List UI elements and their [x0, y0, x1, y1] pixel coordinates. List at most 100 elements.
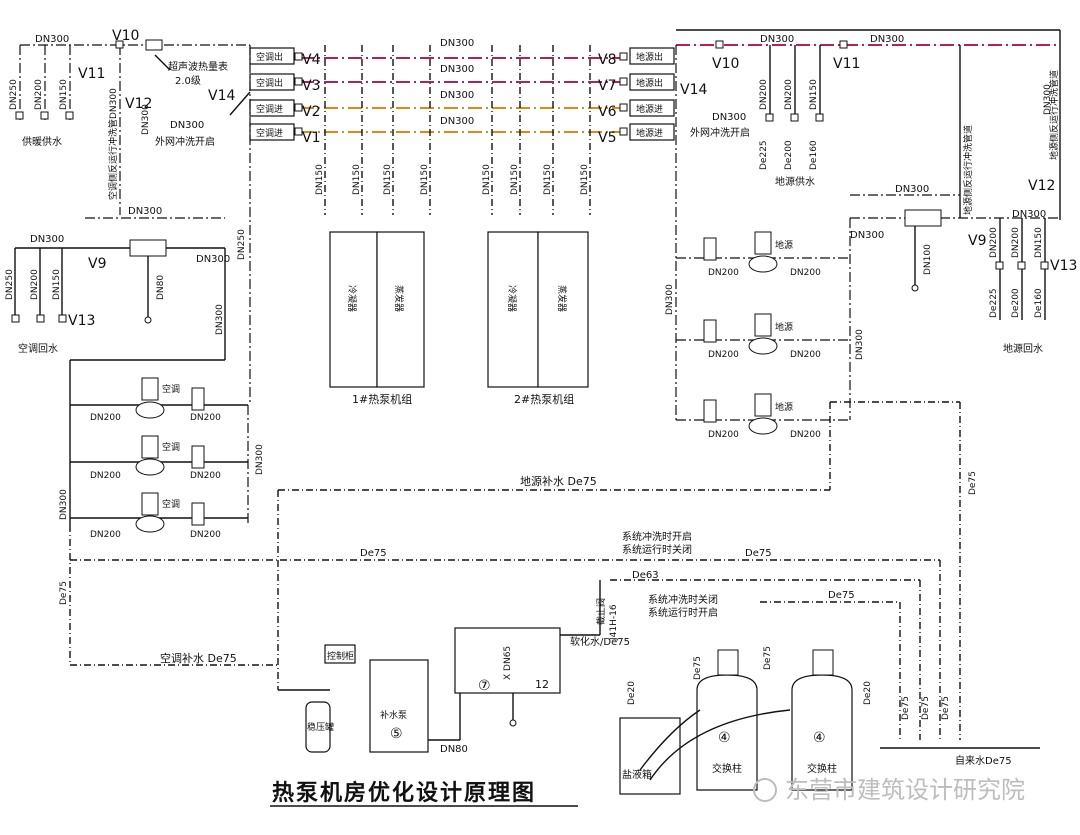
- valve-v9-right: V9: [968, 233, 986, 249]
- unit2-condenser: [487, 231, 539, 388]
- header-ac-out-2: 空调出: [256, 77, 283, 89]
- size-gs-2: DN200: [784, 79, 794, 110]
- size-makeup-right: De75: [745, 548, 772, 559]
- header-size-4: DN300: [440, 116, 474, 127]
- unit1-label: 1#热泵机组: [352, 392, 412, 406]
- header-ac-in-1: 空调进: [256, 103, 283, 115]
- size-de20-brine: De20: [627, 681, 637, 705]
- soft-water-label: 软化水/De75: [570, 635, 630, 648]
- unit1-condenser: [329, 231, 378, 388]
- valve-v13-right: V13: [1050, 258, 1077, 274]
- size-de75-exch: De75: [828, 590, 855, 601]
- valve-v10-left: V10: [112, 28, 139, 44]
- ground-pump-3: [703, 393, 778, 435]
- watermark-text: 东营市建筑设计研究院: [785, 776, 1025, 804]
- size-left-flush: DN300: [128, 206, 162, 217]
- outer-flush-left: 外网冲洗开启: [155, 135, 215, 148]
- size-supply-2: DN200: [34, 79, 44, 110]
- makeup-lines: [69, 401, 1040, 749]
- size-left-250: DN250: [237, 229, 247, 260]
- ground-backflush-right: 地源侧反运行冲洗管道: [962, 125, 974, 215]
- ground-pump-1-in: DN200: [708, 268, 739, 278]
- size-gs-3: DN150: [809, 79, 819, 110]
- ground-pump-1: [703, 231, 778, 273]
- exchanger-1-number: ④: [718, 730, 731, 746]
- makeup-pump-label: 补水泵: [380, 709, 407, 721]
- size-gs-de-1: De225: [759, 140, 769, 170]
- unit2-condenser-label: 冷凝器: [506, 285, 518, 312]
- size-top-left: DN300: [35, 34, 69, 45]
- valve-v2: V2: [302, 104, 320, 120]
- size-return-1: DN250: [5, 269, 15, 300]
- size-gr-3: DN150: [1034, 227, 1044, 258]
- ac-pump-3-label: 空调: [162, 498, 180, 510]
- ac-pump-2-label: 空调: [162, 441, 180, 453]
- size-ac-makeup-v: De75: [59, 581, 69, 605]
- header-ground-in-1: 地源进: [636, 103, 663, 115]
- note-run-close: 系统运行时关闭: [622, 543, 692, 556]
- valve-v8: V8: [598, 52, 616, 68]
- ac-pump-1-label: 空调: [162, 383, 180, 395]
- header-ground-out-2: 地源出: [636, 77, 663, 89]
- unit1-branch-4: DN150: [420, 164, 430, 195]
- ac-pump-3-in: DN200: [90, 530, 121, 540]
- ac-pump-2-in: DN200: [90, 471, 121, 481]
- size-top-right-2: DN300: [870, 34, 904, 45]
- diagram-title: 热泵机房优化设计原理图: [272, 780, 536, 806]
- size-gr-de-2: De200: [1011, 288, 1021, 318]
- pressure-tank-box: [305, 701, 331, 753]
- ground-return-label: 地源回水: [1003, 342, 1043, 355]
- size-left-return-2: DN300: [196, 254, 230, 265]
- header-ac-out-1: 空调出: [256, 51, 283, 63]
- size-exch-2: De75: [763, 646, 773, 670]
- size-makeup-mid: De75: [360, 548, 387, 559]
- ac-pump-1-out: DN200: [190, 413, 221, 423]
- unit1-branch-2: DN150: [352, 164, 362, 195]
- size-supply-3: DN150: [59, 79, 69, 110]
- size-gs-1: DN200: [759, 79, 769, 110]
- header-size-3: DN300: [440, 90, 474, 101]
- ground-pump-2-label: 地源: [775, 321, 793, 333]
- tank-overflow-size: X DN65: [503, 646, 513, 680]
- bottom-equipment: [305, 580, 853, 795]
- size-de63: De63: [632, 570, 659, 581]
- ac-makeup-label: 空调补水 De75: [160, 651, 237, 665]
- unit1-evaporator: [376, 231, 425, 388]
- ac-pump-1-in: DN200: [90, 413, 121, 423]
- size-left-return: DN300: [30, 234, 64, 245]
- size-far-makeup: De75: [968, 471, 978, 495]
- ac-pump-2: [135, 435, 205, 476]
- header-size-2: DN300: [440, 64, 474, 75]
- unit2-branch-4: DN150: [580, 164, 590, 195]
- size-exch-3: De75: [901, 696, 911, 720]
- heat-pump-units: [324, 45, 591, 388]
- header-ground-in-2: 地源进: [636, 127, 663, 139]
- note-flush-close: 系统冲洗时关闭: [648, 593, 718, 606]
- size-gr-1: DN200: [989, 227, 999, 258]
- size-right-drain: DN100: [923, 244, 933, 275]
- unit2-branch-2: DN150: [510, 164, 520, 195]
- size-filter-drain: DN80: [156, 275, 166, 300]
- size-exch-5: De75: [941, 696, 951, 720]
- meter-grade-label: 2.0级: [175, 75, 201, 87]
- top-left-piping: [15, 39, 251, 405]
- unit1-evaporator-label: 蒸发器: [393, 285, 405, 312]
- valve-v4: V4: [302, 52, 321, 68]
- size-ac-collector: DN300: [59, 489, 69, 520]
- exchanger-2-number: ④: [813, 730, 826, 746]
- header-size-1: DN300: [440, 38, 474, 49]
- size-exch-4: De75: [921, 696, 931, 720]
- heating-supply-label: 供暖供水: [22, 135, 62, 148]
- size-v14-left: DN300: [170, 120, 204, 131]
- exchanger-2-label: 交换柱: [807, 762, 837, 775]
- wechat-icon: [753, 778, 777, 802]
- unit2-branch-3: DN150: [543, 164, 553, 195]
- ground-pump-3-label: 地源: [775, 401, 793, 413]
- ac-pump-3-out: DN200: [190, 530, 221, 540]
- valve-v11-right: V11: [833, 56, 860, 72]
- pressure-tank-label: 稳压罐: [307, 721, 334, 733]
- size-exch-1: De75: [693, 656, 703, 680]
- ac-backflush-label: 空调侧反运行冲洗管DN300: [107, 88, 119, 200]
- unit2-branch-1: DN150: [482, 164, 492, 195]
